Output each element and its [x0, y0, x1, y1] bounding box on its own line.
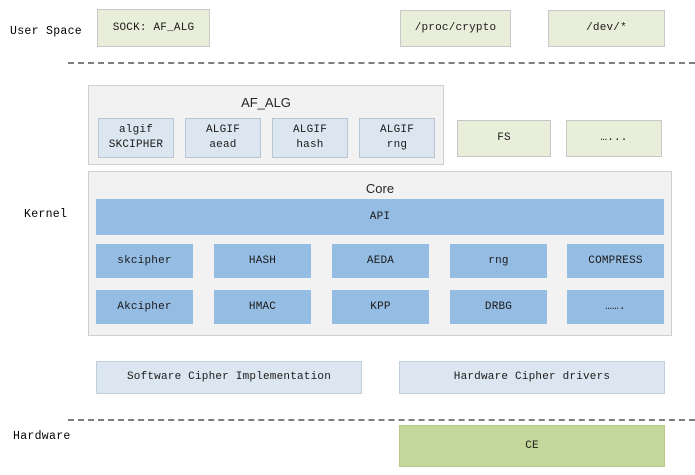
core-module-hash[interactable]: HASH [214, 244, 311, 278]
core-module-more[interactable]: ……. [567, 290, 664, 324]
impl-box-hardware-cipher-drivers[interactable]: Hardware Cipher drivers [399, 361, 665, 394]
core-panel-title: Core [365, 181, 395, 196]
af-alg-module-algif-aead[interactable]: ALGIF aead [185, 118, 261, 158]
core-module-akcipher[interactable]: Akcipher [96, 290, 193, 324]
core-module-hmac[interactable]: HMAC [214, 290, 311, 324]
layer-label-user-space: User Space [10, 25, 83, 38]
divider-user-space-kernel [68, 62, 695, 64]
af-alg-module-algif-rng[interactable]: ALGIF rng [359, 118, 435, 158]
divider-kernel-hardware [68, 419, 695, 421]
core-module-rng[interactable]: rng [450, 244, 547, 278]
user-space-box-proc-crypto[interactable]: /proc/crypto [400, 10, 511, 47]
core-module-drbg[interactable]: DRBG [450, 290, 547, 324]
core-module-compress[interactable]: COMPRESS [567, 244, 664, 278]
hardware-box-ce[interactable]: CE [399, 425, 665, 467]
user-space-box-sock-af-alg[interactable]: SOCK: AF_ALG [97, 9, 210, 47]
core-module-aeda[interactable]: AEDA [332, 244, 429, 278]
af-alg-panel-title: AF_ALG [241, 95, 291, 110]
core-module-skcipher[interactable]: skcipher [96, 244, 193, 278]
user-space-box-dev[interactable]: /dev/* [548, 10, 665, 47]
core-api-bar[interactable]: API [96, 199, 664, 235]
core-module-kpp[interactable]: KPP [332, 290, 429, 324]
kernel-box-more[interactable]: …... [566, 120, 662, 157]
kernel-box-fs[interactable]: FS [457, 120, 551, 157]
af-alg-module-algif-hash[interactable]: ALGIF hash [272, 118, 348, 158]
impl-box-software-cipher[interactable]: Software Cipher Implementation [96, 361, 362, 394]
layer-label-hardware: Hardware [13, 430, 71, 443]
af-alg-module-algif-skcipher[interactable]: algif SKCIPHER [98, 118, 174, 158]
layer-label-kernel: Kernel [24, 208, 68, 221]
